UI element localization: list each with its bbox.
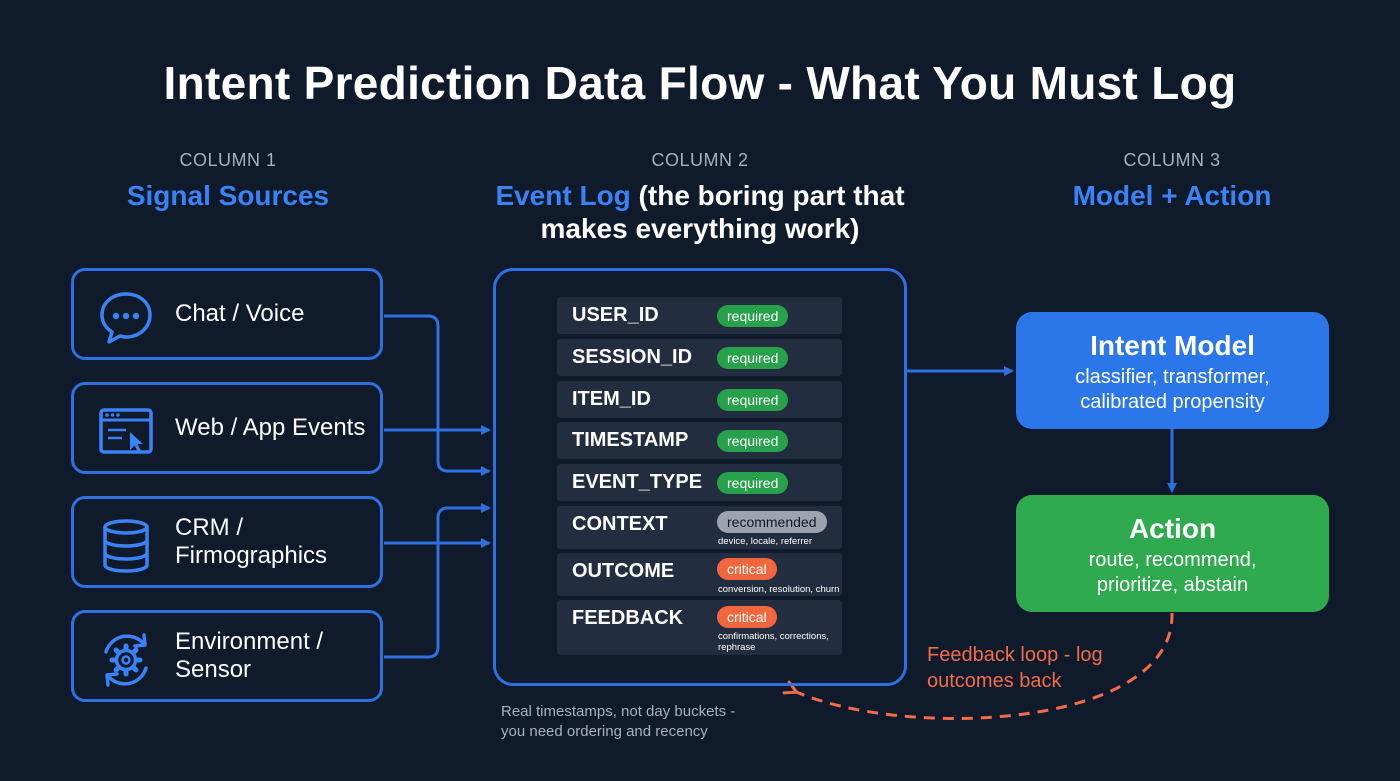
required-badge: required [717, 430, 789, 452]
critical-badge: critical [717, 558, 777, 580]
field-name: FEEDBACK [572, 607, 684, 629]
intent-model-box: Intent Model classifier, transformer, ca… [1016, 312, 1329, 429]
source-label: Environment / Sensor [175, 628, 324, 683]
required-badge: required [717, 389, 789, 411]
field-row: OUTCOME critical conversion, resolution,… [557, 553, 842, 596]
timestamp-footnote: Real timestamps, not day buckets - you n… [501, 703, 736, 740]
column-1-name-accent: Signal Sources [126, 180, 330, 211]
source-chat-voice: Chat / Voice [71, 268, 383, 360]
feedback-loop-arrow [782, 612, 1174, 720]
browser-cursor-icon [96, 402, 156, 462]
action-title: Action [1128, 513, 1217, 544]
action-subtitle: route, recommend, prioritize, abstain [1088, 549, 1257, 596]
field-name: SESSION_ID [572, 346, 693, 368]
recommended-badge: recommended [717, 511, 827, 533]
source-label: CRM / Firmographics [175, 514, 328, 569]
column-1-name: Signal Sources [78, 179, 378, 212]
field-name: USER_ID [572, 304, 659, 326]
field-row: EVENT_TYPE required [557, 464, 842, 501]
column-1-header: COLUMN 1 Signal Sources [78, 150, 378, 212]
database-icon [96, 516, 156, 576]
field-row: TIMESTAMP required [557, 422, 842, 459]
field-name: EVENT_TYPE [572, 471, 703, 493]
event-log-panel [493, 268, 907, 686]
field-row: USER_ID required [557, 297, 842, 334]
field-note: conversion, resolution, churn [718, 584, 840, 595]
intent-model-subtitle: classifier, transformer, calibrated prop… [1075, 366, 1270, 413]
column-2-name-accent: Event Log [495, 180, 631, 211]
action-box: Action route, recommend, prioritize, abs… [1016, 495, 1329, 612]
column-3-name: Model + Action [1022, 179, 1322, 212]
column-1-kicker: COLUMN 1 [179, 150, 277, 170]
chat-bubble-icon [96, 288, 156, 348]
gear-sync-icon [96, 630, 156, 690]
intent-model-title: Intent Model [1090, 330, 1255, 361]
source-label: Chat / Voice [175, 300, 305, 327]
required-badge: required [717, 347, 789, 369]
column-2-name: Event Log (the boring part that makes ev… [470, 179, 930, 245]
column-2-header: COLUMN 2 Event Log (the boring part that… [470, 150, 930, 245]
column-3-kicker: COLUMN 3 [1123, 150, 1221, 170]
field-note: confirmations, corrections, rephrase [718, 631, 829, 653]
field-note: device, locale, referrer [718, 536, 812, 547]
connector-chat-to-log [384, 314, 491, 476]
field-row: ITEM_ID required [557, 381, 842, 418]
field-name: CONTEXT [572, 513, 668, 535]
source-crm-firmographics: CRM / Firmographics [71, 496, 383, 588]
field-row: FEEDBACK critical confirmations, correct… [557, 600, 842, 655]
critical-badge: critical [717, 606, 777, 628]
column-2-kicker: COLUMN 2 [651, 150, 749, 170]
field-row: SESSION_ID required [557, 339, 842, 376]
column-3-header: COLUMN 3 Model + Action [1022, 150, 1322, 212]
column-3-name-accent: Model + Action [1072, 180, 1272, 211]
field-row: CONTEXT recommended device, locale, refe… [557, 506, 842, 549]
required-badge: required [717, 305, 789, 327]
required-badge: required [717, 472, 789, 494]
source-web-app-events: Web / App Events [71, 382, 383, 474]
field-name: TIMESTAMP [572, 429, 689, 451]
page-title: Intent Prediction Data Flow - What You M… [163, 57, 1237, 109]
source-environment-sensor: Environment / Sensor [71, 610, 383, 702]
column-2-name-rest: (the boring part that makes everything w… [540, 180, 905, 244]
feedback-loop-label: Feedback loop - log outcomes back [927, 644, 1103, 692]
connector-env-to-log [384, 503, 491, 659]
field-name: ITEM_ID [572, 388, 651, 410]
source-label: Web / App Events [175, 414, 366, 441]
field-name: OUTCOME [572, 560, 675, 582]
